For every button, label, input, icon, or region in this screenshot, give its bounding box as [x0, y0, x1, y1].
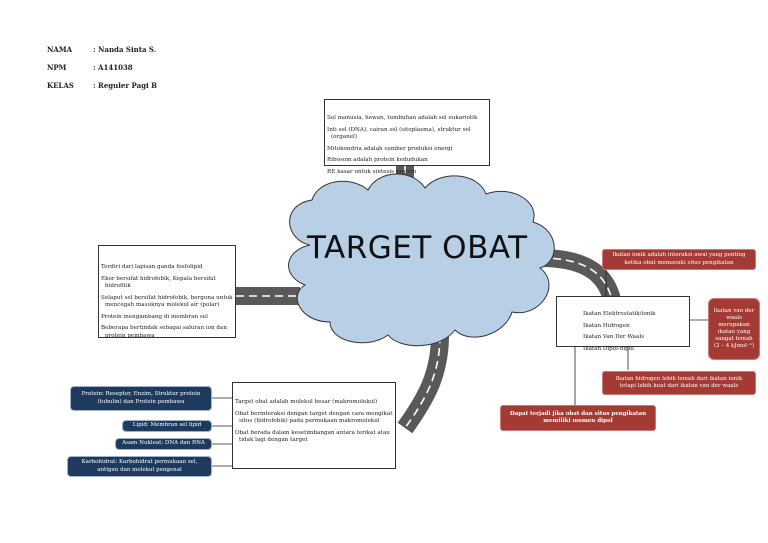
bottom-box-item: Target obat adalah molekul besar (makrom…: [235, 399, 378, 405]
left-box-item: Protein mengambang di membran sel: [101, 313, 208, 320]
right-box-item: Ikatan Elektrostatik/ionik: [583, 311, 656, 317]
connector-lines: [212, 266, 708, 467]
npm-value: : A141038: [93, 63, 133, 72]
target-carbohydrate-tag: Karbohidrat: Karbohidrat permukaan sel, …: [67, 456, 212, 477]
left-box-item: Terdiri dari lapisan ganda fosfolipid: [101, 264, 203, 270]
right-box-item: Ikatan Dipol-dipol: [583, 345, 634, 352]
bottom-box: Target obat adalah molekul besar (makrom…: [232, 382, 396, 469]
kelas-label: KELAS: [47, 81, 74, 90]
top-box-item: RE kasar untuk sintesis protein: [327, 168, 417, 175]
top-box-item: Inti sel (DNA), cairan sel (sitoplasma),…: [327, 126, 471, 141]
dipole-note: Dapat terjadi jika obat dan situs pengik…: [500, 405, 656, 431]
cloud-shape: [288, 173, 555, 347]
ionic-note: Ikatan ionik adalah interaksi awal yang …: [602, 249, 756, 270]
top-box-item: Sel manusia, hewan, tumbuhan adalah sel …: [327, 115, 478, 121]
left-box-item: Beberapa bertindak sebagai saluran ion d…: [101, 325, 227, 339]
right-box-item: Ikatan Van Der Waals: [583, 334, 644, 341]
left-box-item: Ekor bersifat hidrofobik, Kepala bersifa…: [101, 275, 216, 290]
hydrogen-note: Ikatan hidrogen lebih lemah dari ikatan …: [602, 371, 756, 395]
bottom-box-item: Obat berinteraksi dengan target dengan c…: [235, 410, 393, 425]
target-nucleic-acid-tag: Asam Nukleat: DNA dan RNA: [115, 438, 212, 450]
npm-label: NPM: [47, 63, 67, 72]
bottom-box-item: Obat berada dalam kesetimbangan antara t…: [235, 429, 390, 444]
center-title: TARGET OBAT: [307, 230, 528, 266]
kelas-value: : Reguler Pagi B: [93, 81, 158, 90]
target-lipid-tag: Lipid: Membran sel lipid: [122, 420, 212, 432]
nama-value: : Nanda Sinta S.: [93, 45, 157, 54]
top-box-item: Mitokondria adalah sumber produksi energ…: [327, 145, 453, 152]
left-box-item: Selaput sel bersifat hidrofobik, berguna…: [101, 294, 233, 309]
road-bottom: [397, 334, 449, 434]
right-box-item: Ikatan Hidrogen: [583, 322, 630, 329]
left-box: Terdiri dari lapisan ganda fosfolipid Ek…: [98, 245, 236, 339]
target-protein-tag: Protein: Reseptor, Enzim, Struktur prote…: [70, 386, 212, 411]
top-box-item: Ribosom adalah protein kedudukan: [327, 157, 428, 164]
vdw-note: Ikatan van der waals merupakan ikatan ya…: [708, 298, 760, 360]
right-box: Ikatan Elektrostatik/ionik Ikatan Hidrog…: [556, 296, 690, 352]
nama-label: NAMA: [47, 45, 73, 54]
top-box: Sel manusia, hewan, tumbuhan adalah sel …: [324, 99, 490, 175]
